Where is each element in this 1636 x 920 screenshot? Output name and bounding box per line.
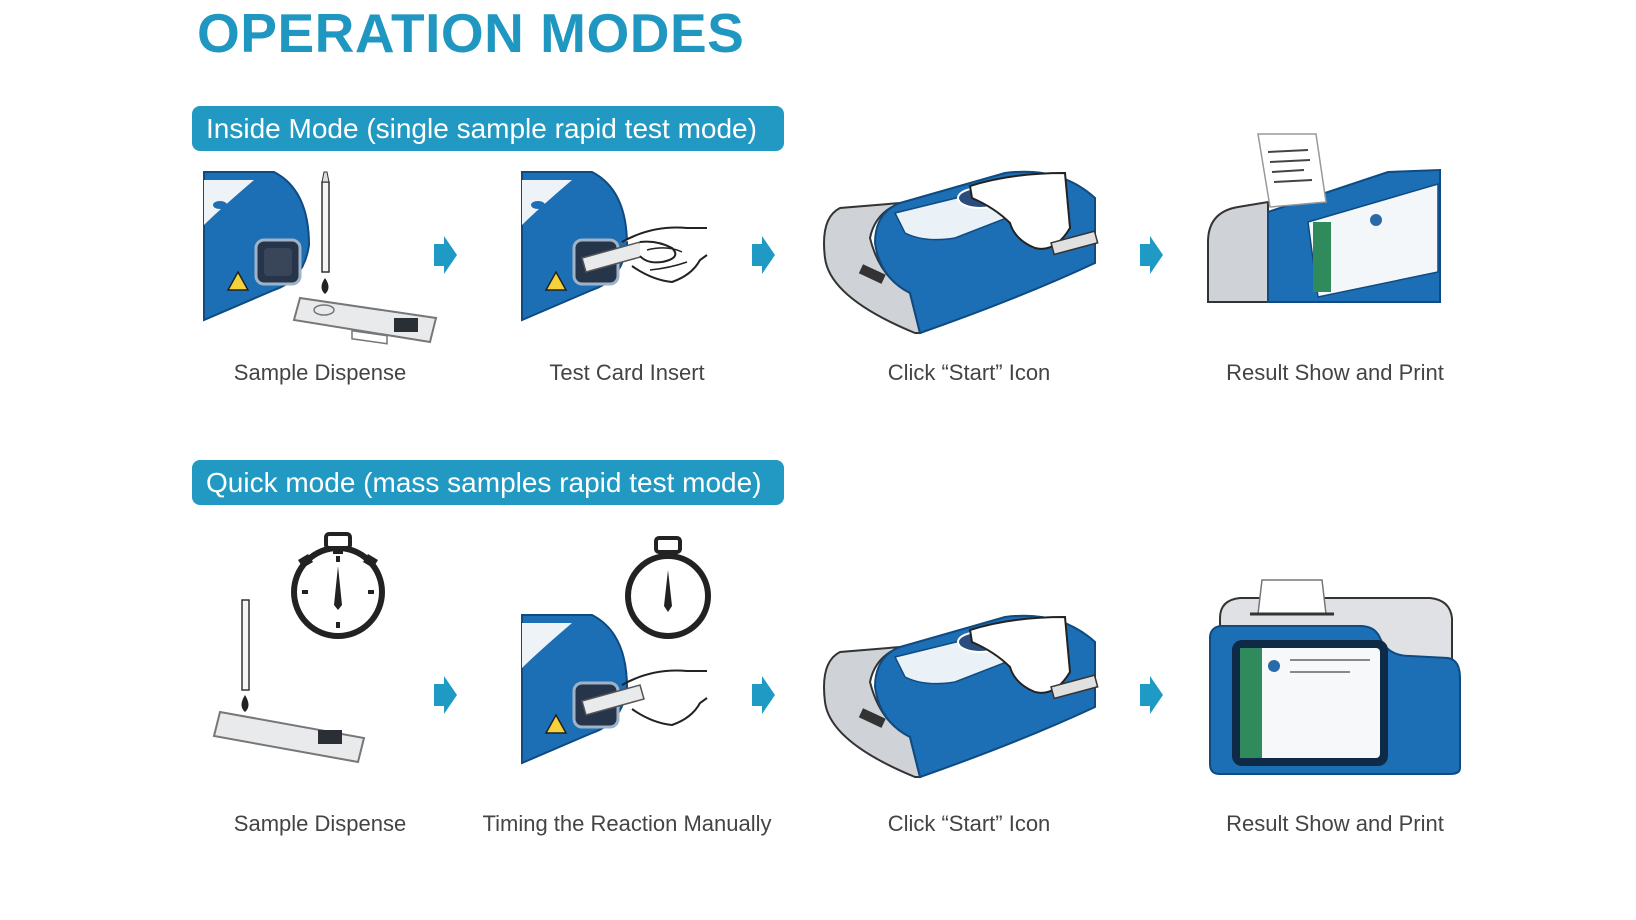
page-title: OPERATION MODES bbox=[197, 2, 745, 64]
pipette-test-card-icon bbox=[203, 171, 438, 345]
stopwatch-pipette-icon bbox=[212, 532, 385, 764]
touchscreen-start-icon bbox=[823, 170, 1099, 335]
step-caption: Sample Dispense bbox=[233, 811, 407, 836]
printout-screen-icon bbox=[1207, 133, 1441, 303]
right-arrow-icon bbox=[1140, 236, 1163, 274]
right-arrow-icon bbox=[752, 676, 775, 714]
step-caption: Result Show and Print bbox=[1226, 360, 1444, 385]
step-caption: Click “Start” Icon bbox=[887, 360, 1051, 385]
step-caption: Test Card Insert bbox=[549, 360, 705, 385]
step-caption: Timing the Reaction Manually bbox=[482, 811, 772, 836]
step-caption: Result Show and Print bbox=[1226, 811, 1444, 836]
right-arrow-icon bbox=[1140, 676, 1163, 714]
right-arrow-icon bbox=[434, 236, 457, 274]
touchscreen-start-icon bbox=[823, 614, 1099, 779]
right-arrow-icon bbox=[434, 676, 457, 714]
mode-banner-inside: Inside Mode (single sample rapid test mo… bbox=[192, 106, 784, 151]
mode-banner-quick: Quick mode (mass samples rapid test mode… bbox=[192, 460, 784, 505]
analyzer-front-icon bbox=[1209, 579, 1461, 775]
stopwatch-card-insert-icon bbox=[521, 536, 711, 765]
step-caption: Click “Start” Icon bbox=[887, 811, 1051, 836]
card-insert-hand-icon bbox=[521, 171, 708, 322]
right-arrow-icon bbox=[752, 236, 775, 274]
step-caption: Sample Dispense bbox=[233, 360, 407, 385]
